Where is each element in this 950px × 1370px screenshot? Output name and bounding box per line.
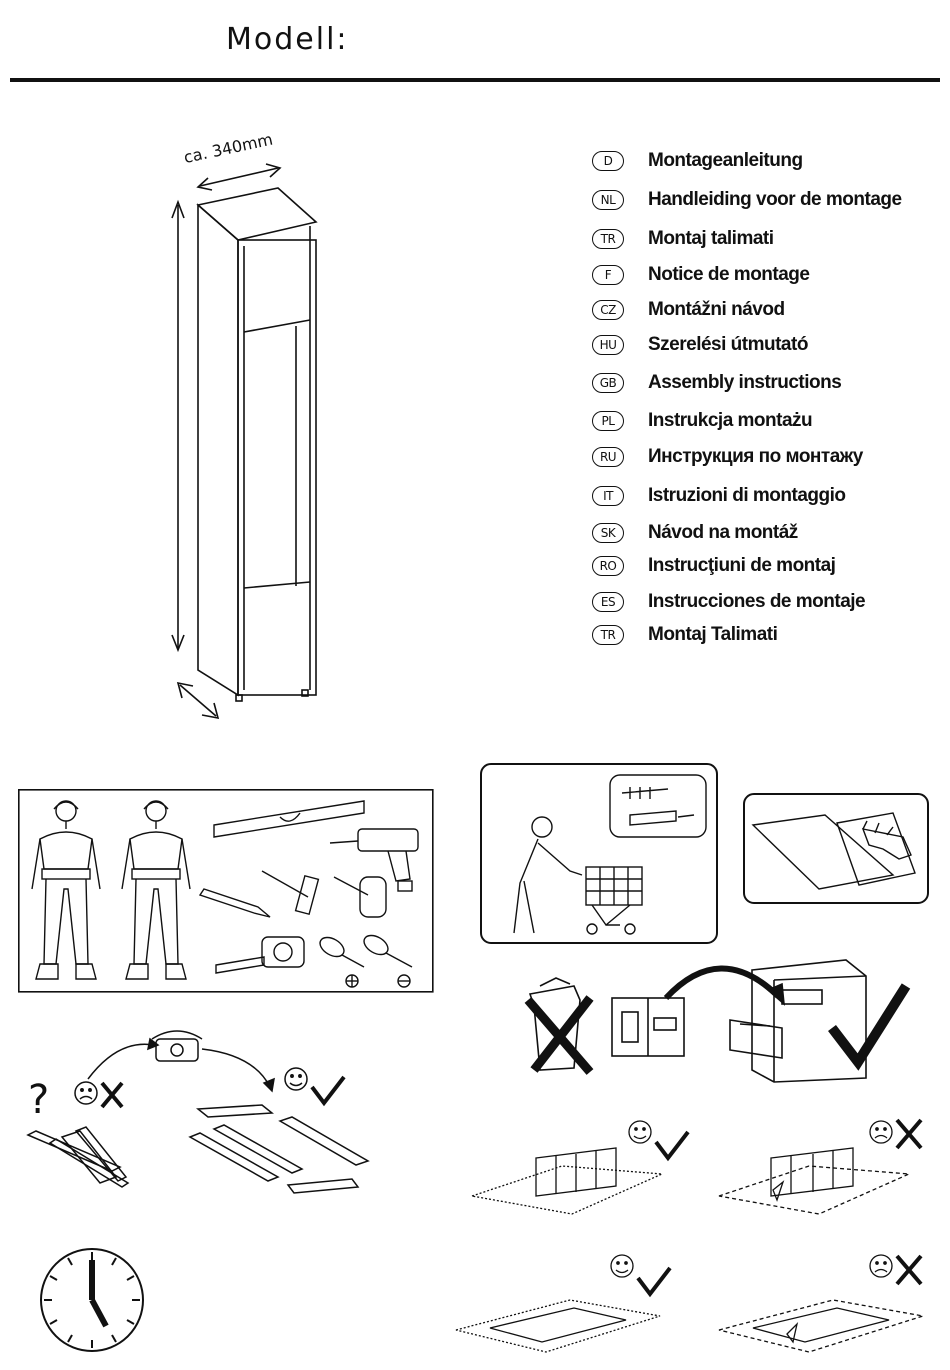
store-fittings-panel [480, 763, 718, 944]
page-title: Modell: [226, 22, 349, 57]
shopping-cart-icon [513, 816, 643, 935]
cross-mark-icon [895, 1254, 923, 1286]
language-item: TR Montaj talimati [592, 226, 774, 252]
language-item: CZ Montážni návod [592, 297, 785, 323]
arrow-icon [663, 965, 781, 1001]
language-item: IT Istruzioni di montaggio [592, 483, 846, 509]
language-item: RU Инструкция по монтажу [592, 444, 863, 470]
clock-icon [40, 1248, 144, 1352]
cross-mark-icon [524, 995, 594, 1075]
language-code-badge: RO [592, 556, 624, 576]
language-label: Montážni návod [648, 299, 785, 320]
language-item: HU Szerelési útmutató [592, 332, 808, 358]
language-label: Assembly instructions [648, 372, 842, 393]
floor-protection-bad [718, 1254, 924, 1353]
language-item: ES Instrucciones de montaje [592, 589, 866, 615]
language-item: RO Instrucţiuni de montaj [592, 553, 836, 579]
language-label: Montageanleitung [648, 150, 803, 171]
language-code-badge: IT [592, 486, 624, 506]
language-label: Montaj Talimati [648, 624, 778, 645]
telephone-icon [151, 1030, 203, 1062]
drill-icon [329, 828, 419, 892]
language-item: F Notice de montage [592, 262, 810, 288]
language-item: NL Handleiding voor de montage [592, 187, 902, 213]
language-code-badge: TR [592, 229, 624, 249]
hammer-icon [261, 870, 320, 916]
language-label: Montaj talimati [648, 228, 774, 249]
clock-hour-hand [89, 1298, 109, 1328]
blanket-icon [471, 1165, 663, 1215]
cross-mark-icon [895, 1118, 923, 1150]
wall-plug-icon [629, 810, 695, 826]
language-label: Notice de montage [648, 264, 810, 285]
language-code-badge: D [592, 151, 624, 171]
language-item: D Montageanleitung [592, 148, 803, 174]
language-code-badge: CZ [592, 300, 624, 320]
floor-surface-good [471, 1120, 690, 1215]
tape-measure-icon [215, 936, 305, 974]
check-mark-icon [654, 1130, 690, 1162]
language-label: Handleiding voor de montage [648, 189, 902, 210]
floor-surface-bad [718, 1118, 923, 1215]
language-code-badge: RU [592, 447, 624, 467]
happy-face-icon [628, 1120, 652, 1144]
mallet-icon [333, 876, 387, 918]
language-code-badge: HU [592, 335, 624, 355]
language-label: Istruzioni di montaggio [648, 485, 846, 506]
language-code-badge: SK [592, 523, 624, 543]
sad-face-icon [869, 1120, 893, 1144]
check-mark-icon [636, 1266, 672, 1298]
sorted-parts-icon [188, 1104, 370, 1194]
cross-mark-icon [100, 1081, 124, 1109]
question-mark-icon: ? [28, 1077, 49, 1123]
happy-face-icon [284, 1067, 308, 1091]
messy-parts-icon [26, 1126, 130, 1188]
arrow-icon [87, 1043, 155, 1080]
floor-protection-good [455, 1254, 672, 1353]
unpack-parts-panel: ? [26, 1030, 370, 1194]
language-code-badge: ES [592, 592, 624, 612]
language-item: TR Montaj Talimati [592, 622, 778, 648]
language-item: PL Instrukcja montażu [592, 408, 813, 434]
check-mark-icon [828, 983, 911, 1071]
language-label: Instrucţiuni de montaj [648, 555, 836, 576]
header-divider [10, 78, 940, 82]
manual-booklet-icon [611, 997, 685, 1057]
arrow-icon [201, 1048, 271, 1088]
language-code-badge: F [592, 265, 624, 285]
blanket-icon [455, 1299, 661, 1353]
screw-icon [621, 787, 669, 799]
language-label: Инструкция по монтажу [648, 446, 863, 467]
language-label: Návod na montáž [648, 522, 798, 543]
spirit-level-icon [213, 800, 365, 838]
screwdriver-phillips-icon [319, 936, 365, 988]
glove-wipe-panel [743, 793, 929, 904]
language-code-badge: NL [592, 190, 624, 210]
language-label: Instrucciones de montaje [648, 591, 866, 612]
check-mark-icon [310, 1075, 346, 1107]
happy-face-icon [610, 1254, 634, 1278]
sad-face-icon [869, 1254, 893, 1278]
glove-wipe-icon [751, 812, 916, 890]
language-label: Instrukcja montażu [648, 410, 813, 431]
language-item: SK Návod na montáž [592, 520, 798, 546]
language-code-badge: PL [592, 411, 624, 431]
keep-instructions-panel [524, 959, 911, 1083]
workers-tools-panel [18, 789, 434, 993]
language-code-badge: GB [592, 373, 624, 393]
two-workers-icon [31, 800, 191, 980]
bare-floor-icon [718, 1299, 924, 1353]
file-cabinet-icon [729, 959, 867, 1083]
language-label: Szerelési útmutató [648, 334, 808, 355]
language-code-badge: TR [592, 625, 624, 645]
sad-face-icon [74, 1081, 98, 1105]
pencil-icon [198, 888, 271, 918]
cabinet-drawing [171, 163, 318, 720]
language-item: GB Assembly instructions [592, 370, 842, 396]
bare-floor-icon [718, 1165, 910, 1215]
screwdriver-flat-icon [363, 934, 413, 988]
